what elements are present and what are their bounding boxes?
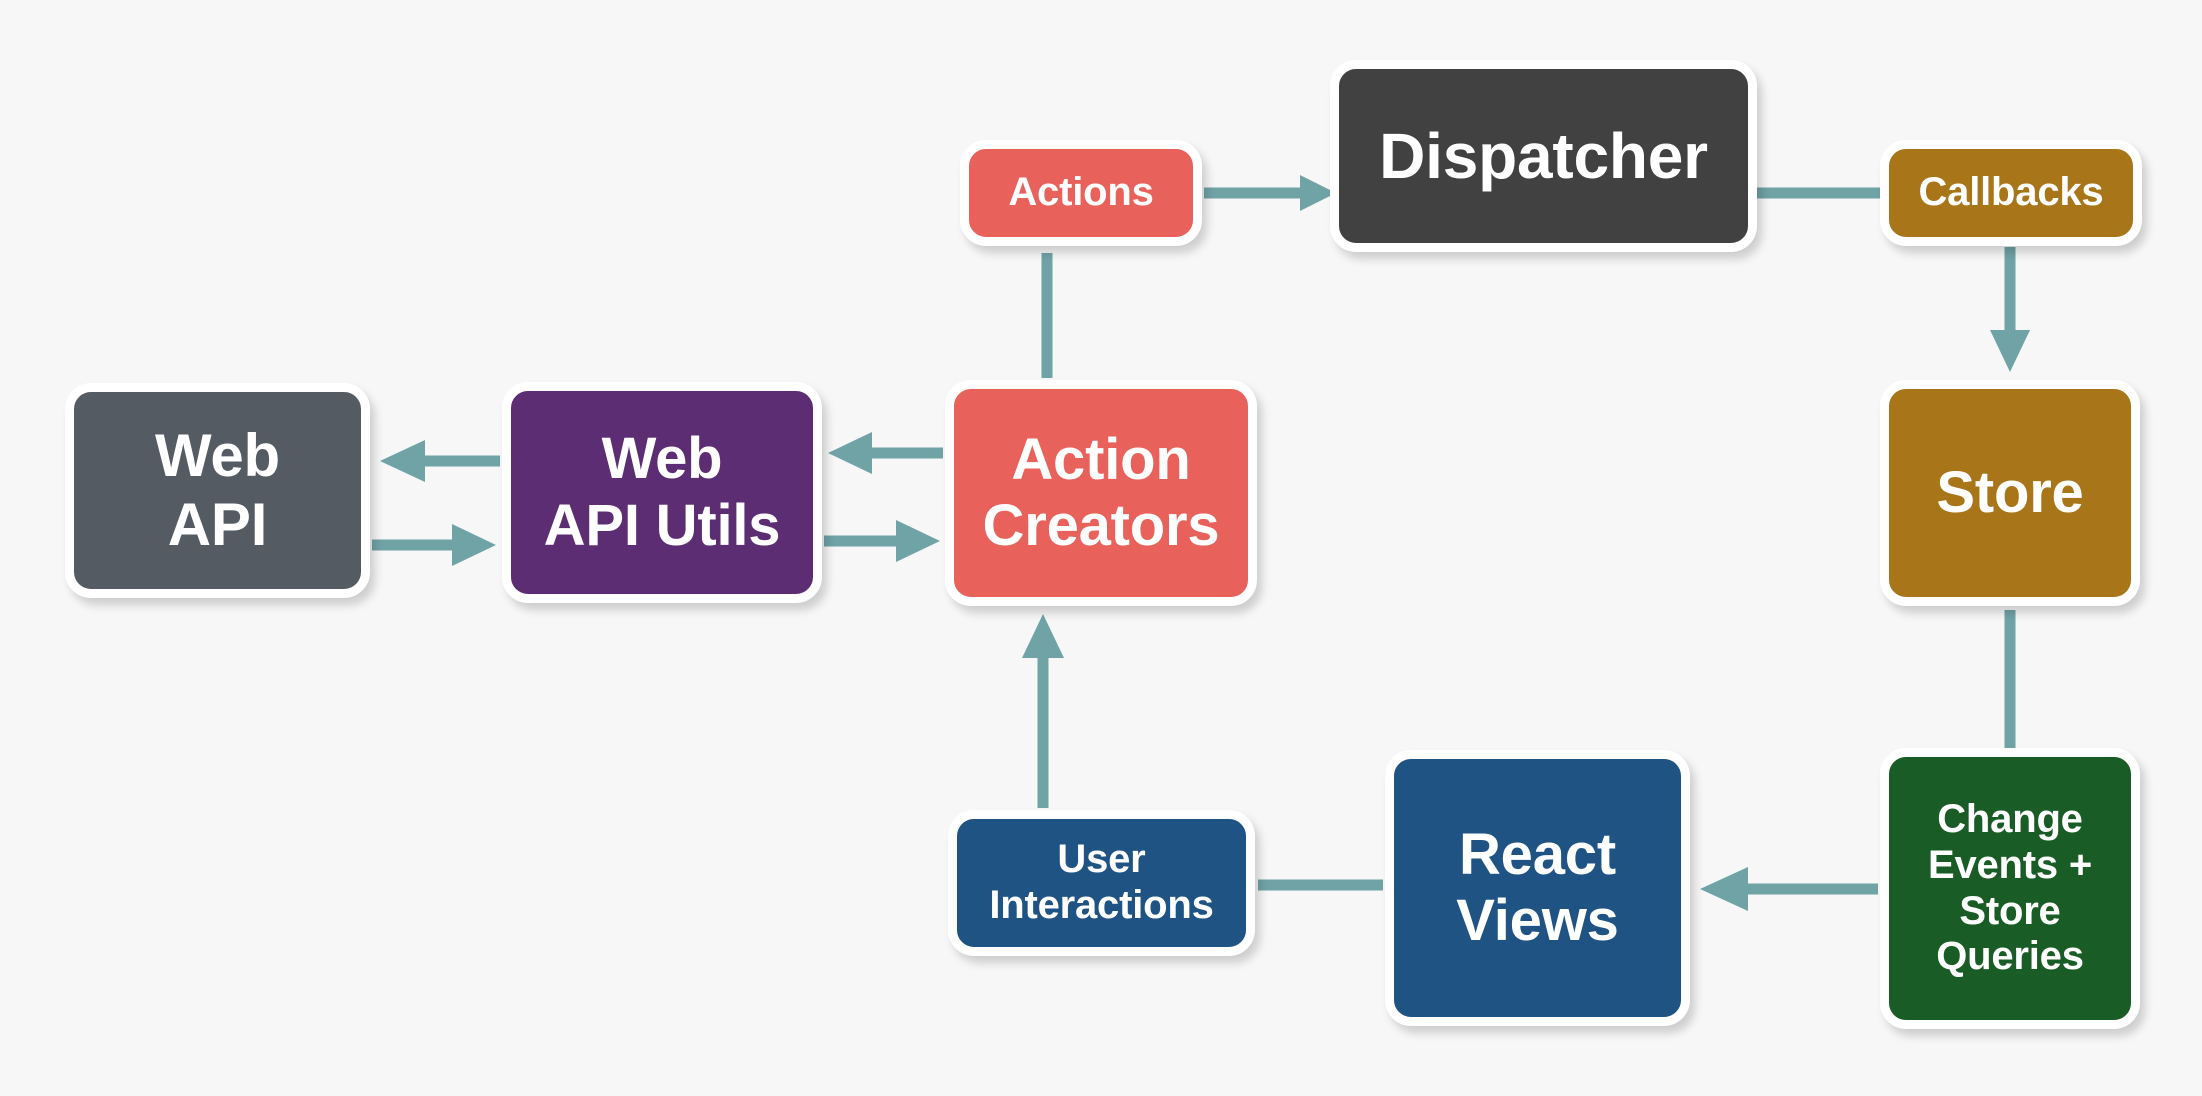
edge-action-creators-to-web-api-utils	[828, 432, 943, 474]
node-action-creators[interactable]: Action Creators	[945, 380, 1257, 606]
edge-callbacks-to-store	[1990, 247, 2030, 372]
node-react-views[interactable]: React Views	[1385, 750, 1690, 1026]
edge-web-api-utils-to-action-creators	[824, 520, 940, 562]
node-web-api[interactable]: Web API	[65, 383, 370, 598]
edge-change-events-to-react-views	[1700, 867, 1878, 911]
node-web-api-utils[interactable]: Web API Utils	[502, 382, 822, 603]
edge-user-interactions-to-action-creators	[1022, 614, 1064, 808]
node-dispatcher[interactable]: Dispatcher	[1330, 60, 1757, 252]
node-actions[interactable]: Actions	[960, 140, 1202, 246]
edge-actions-to-dispatcher	[1204, 175, 1336, 211]
node-change-events-store-queries[interactable]: Change Events + Store Queries	[1880, 748, 2140, 1029]
edge-web-api-to-web-api-utils	[372, 524, 496, 566]
node-store[interactable]: Store	[1880, 380, 2140, 606]
node-callbacks[interactable]: Callbacks	[1880, 140, 2142, 246]
edge-web-api-utils-to-web-api	[380, 440, 500, 482]
node-user-interactions[interactable]: User Interactions	[948, 810, 1255, 956]
